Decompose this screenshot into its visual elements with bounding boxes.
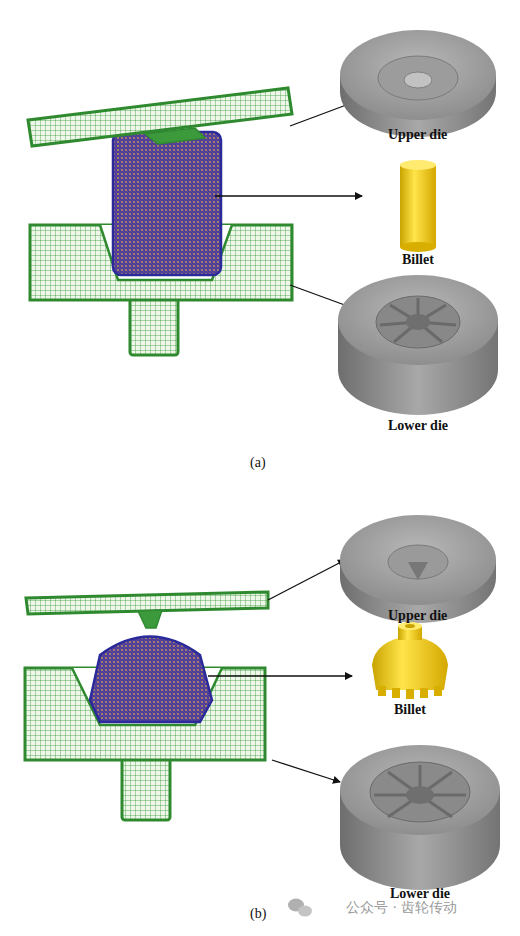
leader-arrow: [208, 675, 352, 676]
panel-label: (b): [250, 906, 266, 922]
billet-render: [372, 622, 448, 699]
mesh-model-b: [25, 592, 268, 820]
part-name: Upper die: [388, 127, 447, 143]
leader-arrow: [215, 195, 362, 196]
part-name: Upper die: [388, 608, 447, 624]
part-name: Billet: [394, 702, 426, 718]
mesh-model-a: [28, 88, 292, 355]
lower-die-render: [340, 745, 500, 890]
watermark: 公众号 · 齿轮传动: [346, 899, 457, 917]
part-name: Billet: [402, 252, 434, 268]
leader-arrow: [268, 560, 345, 600]
upper-die-render: [340, 30, 496, 137]
panel-label: (a): [250, 455, 266, 471]
lower-die-render: [338, 275, 498, 415]
billet-render: [400, 160, 436, 252]
wechat-icon: [288, 899, 312, 917]
leader-arrow: [272, 760, 340, 782]
part-name: Lower die: [388, 418, 448, 434]
upper-die-render: [340, 515, 496, 623]
